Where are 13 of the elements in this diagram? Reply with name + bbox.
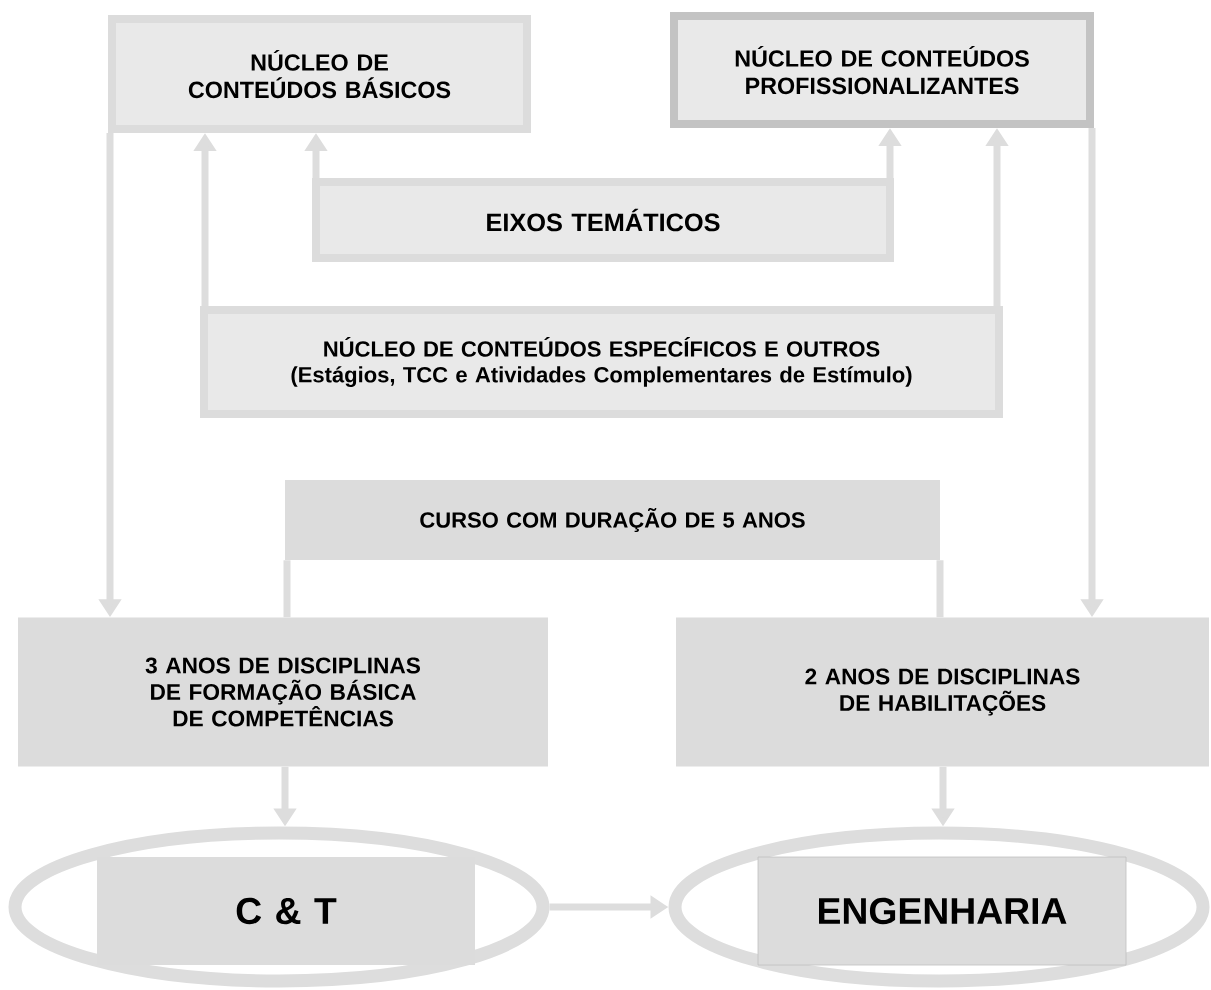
label-box: 2 ANOS DE DISCIPLINAS DE HABILITAÇÕES [676,617,1209,767]
content-box: EIXOS TEMÁTICOS [312,178,894,262]
ellipse [8,826,550,988]
label-box: CURSO COM DURAÇÃO DE 5 ANOS [285,480,940,560]
connector-line [936,560,944,618]
label-box: C & T [97,857,475,965]
connector-line [283,560,291,618]
content-box: NÚCLEO DE CONTEÚDOS PROFISSIONALIZANTES [670,12,1094,128]
content-box: NÚCLEO DE CONTEÚDOS ESPECÍFICOS E OUTROS (Estágios, TCC e Atividades Complementares de Estímulo) [200,306,1003,418]
label-box: ENGENHARIA [757,856,1127,966]
content-box: NÚCLEO DE CONTEÚDOS BÁSICOS [108,15,531,133]
label-box: 3 ANOS DE DISCIPLINAS DE FORMAÇÃO BÁSICA DE COMPETÊNCIAS [18,617,548,767]
ellipse [668,826,1210,988]
